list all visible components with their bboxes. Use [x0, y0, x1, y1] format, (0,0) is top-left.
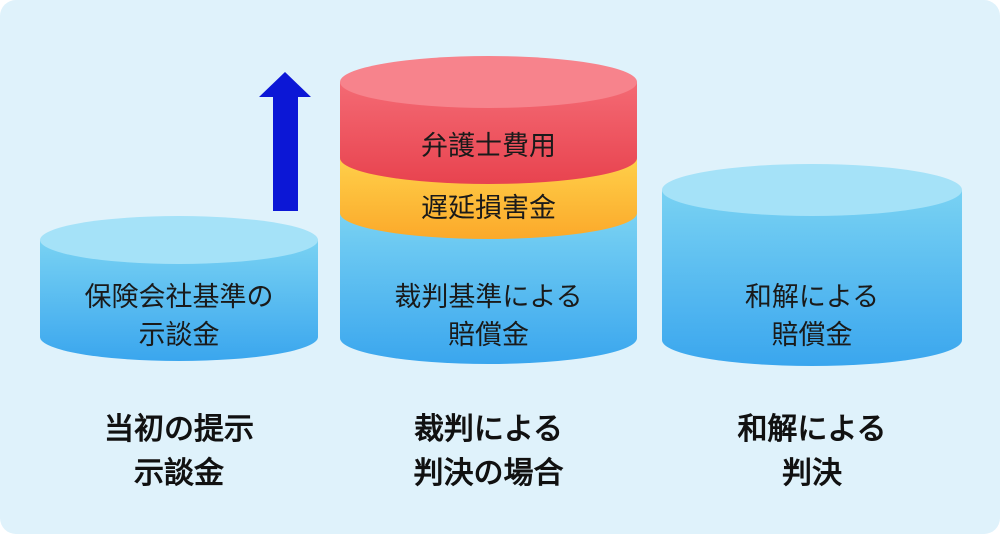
up-arrow-icon	[259, 72, 311, 211]
left-caption-line-1: 当初の提示	[104, 412, 254, 447]
right-cylinder-label: 和解による 賠償金	[662, 279, 962, 355]
top-layer-label: 弁護士費用	[421, 131, 556, 162]
right-cylinder-label-line-1: 和解による	[744, 282, 880, 313]
center-cylinder	[340, 56, 637, 365]
left-caption-line-2: 示談金	[134, 456, 224, 491]
left-cylinder-label-line-1: 保険会社基準の	[84, 282, 274, 313]
center-cylinder-label-line-2: 賠償金	[448, 320, 529, 351]
center-caption-line-1: 裁判による	[413, 412, 564, 447]
center-caption-line-2: 判決の場合	[413, 456, 564, 491]
left-cylinder	[40, 216, 318, 361]
center-cylinder-label-line-1: 裁判基準による	[394, 282, 583, 313]
right-caption: 和解による 判決	[662, 408, 962, 496]
center-caption: 裁判による 判決の場合	[340, 408, 637, 496]
left-cylinder-label: 保険会社基準の 示談金	[40, 279, 318, 355]
right-caption-line-2: 判決	[782, 456, 842, 491]
center-cylinder-label: 裁判基準による 賠償金	[340, 279, 637, 355]
left-cylinder-label-line-2: 示談金	[138, 320, 220, 351]
right-cylinder	[662, 164, 962, 366]
left-caption: 当初の提示 示談金	[40, 408, 318, 496]
right-cylinder-label-line-2: 賠償金	[771, 320, 853, 351]
middle-layer-label: 遅延損害金	[421, 193, 556, 224]
right-caption-line-1: 和解による	[737, 412, 887, 447]
